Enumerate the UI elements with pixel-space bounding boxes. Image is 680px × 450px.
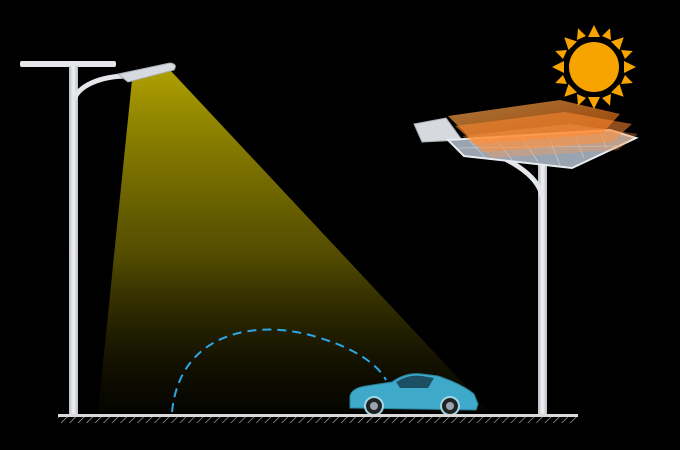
car-window (396, 375, 434, 388)
sun-disc (569, 42, 619, 92)
solar-glow-layer-3 (462, 124, 638, 158)
car-icon (349, 373, 479, 416)
lamp-pole (69, 66, 78, 414)
motion-sensor-arc (171, 328, 387, 413)
solar-lamp-pole (538, 150, 547, 416)
ground (58, 414, 578, 423)
light-beam (98, 70, 490, 412)
street-lamp-icon (20, 61, 176, 414)
solar-glow-layer-2 (455, 112, 632, 152)
sun-icon (552, 25, 636, 109)
lamp-top-bar (20, 61, 116, 67)
solar-street-lamp-icon (413, 100, 639, 416)
lamp-arm (71, 73, 129, 101)
lamp-head (116, 62, 176, 83)
